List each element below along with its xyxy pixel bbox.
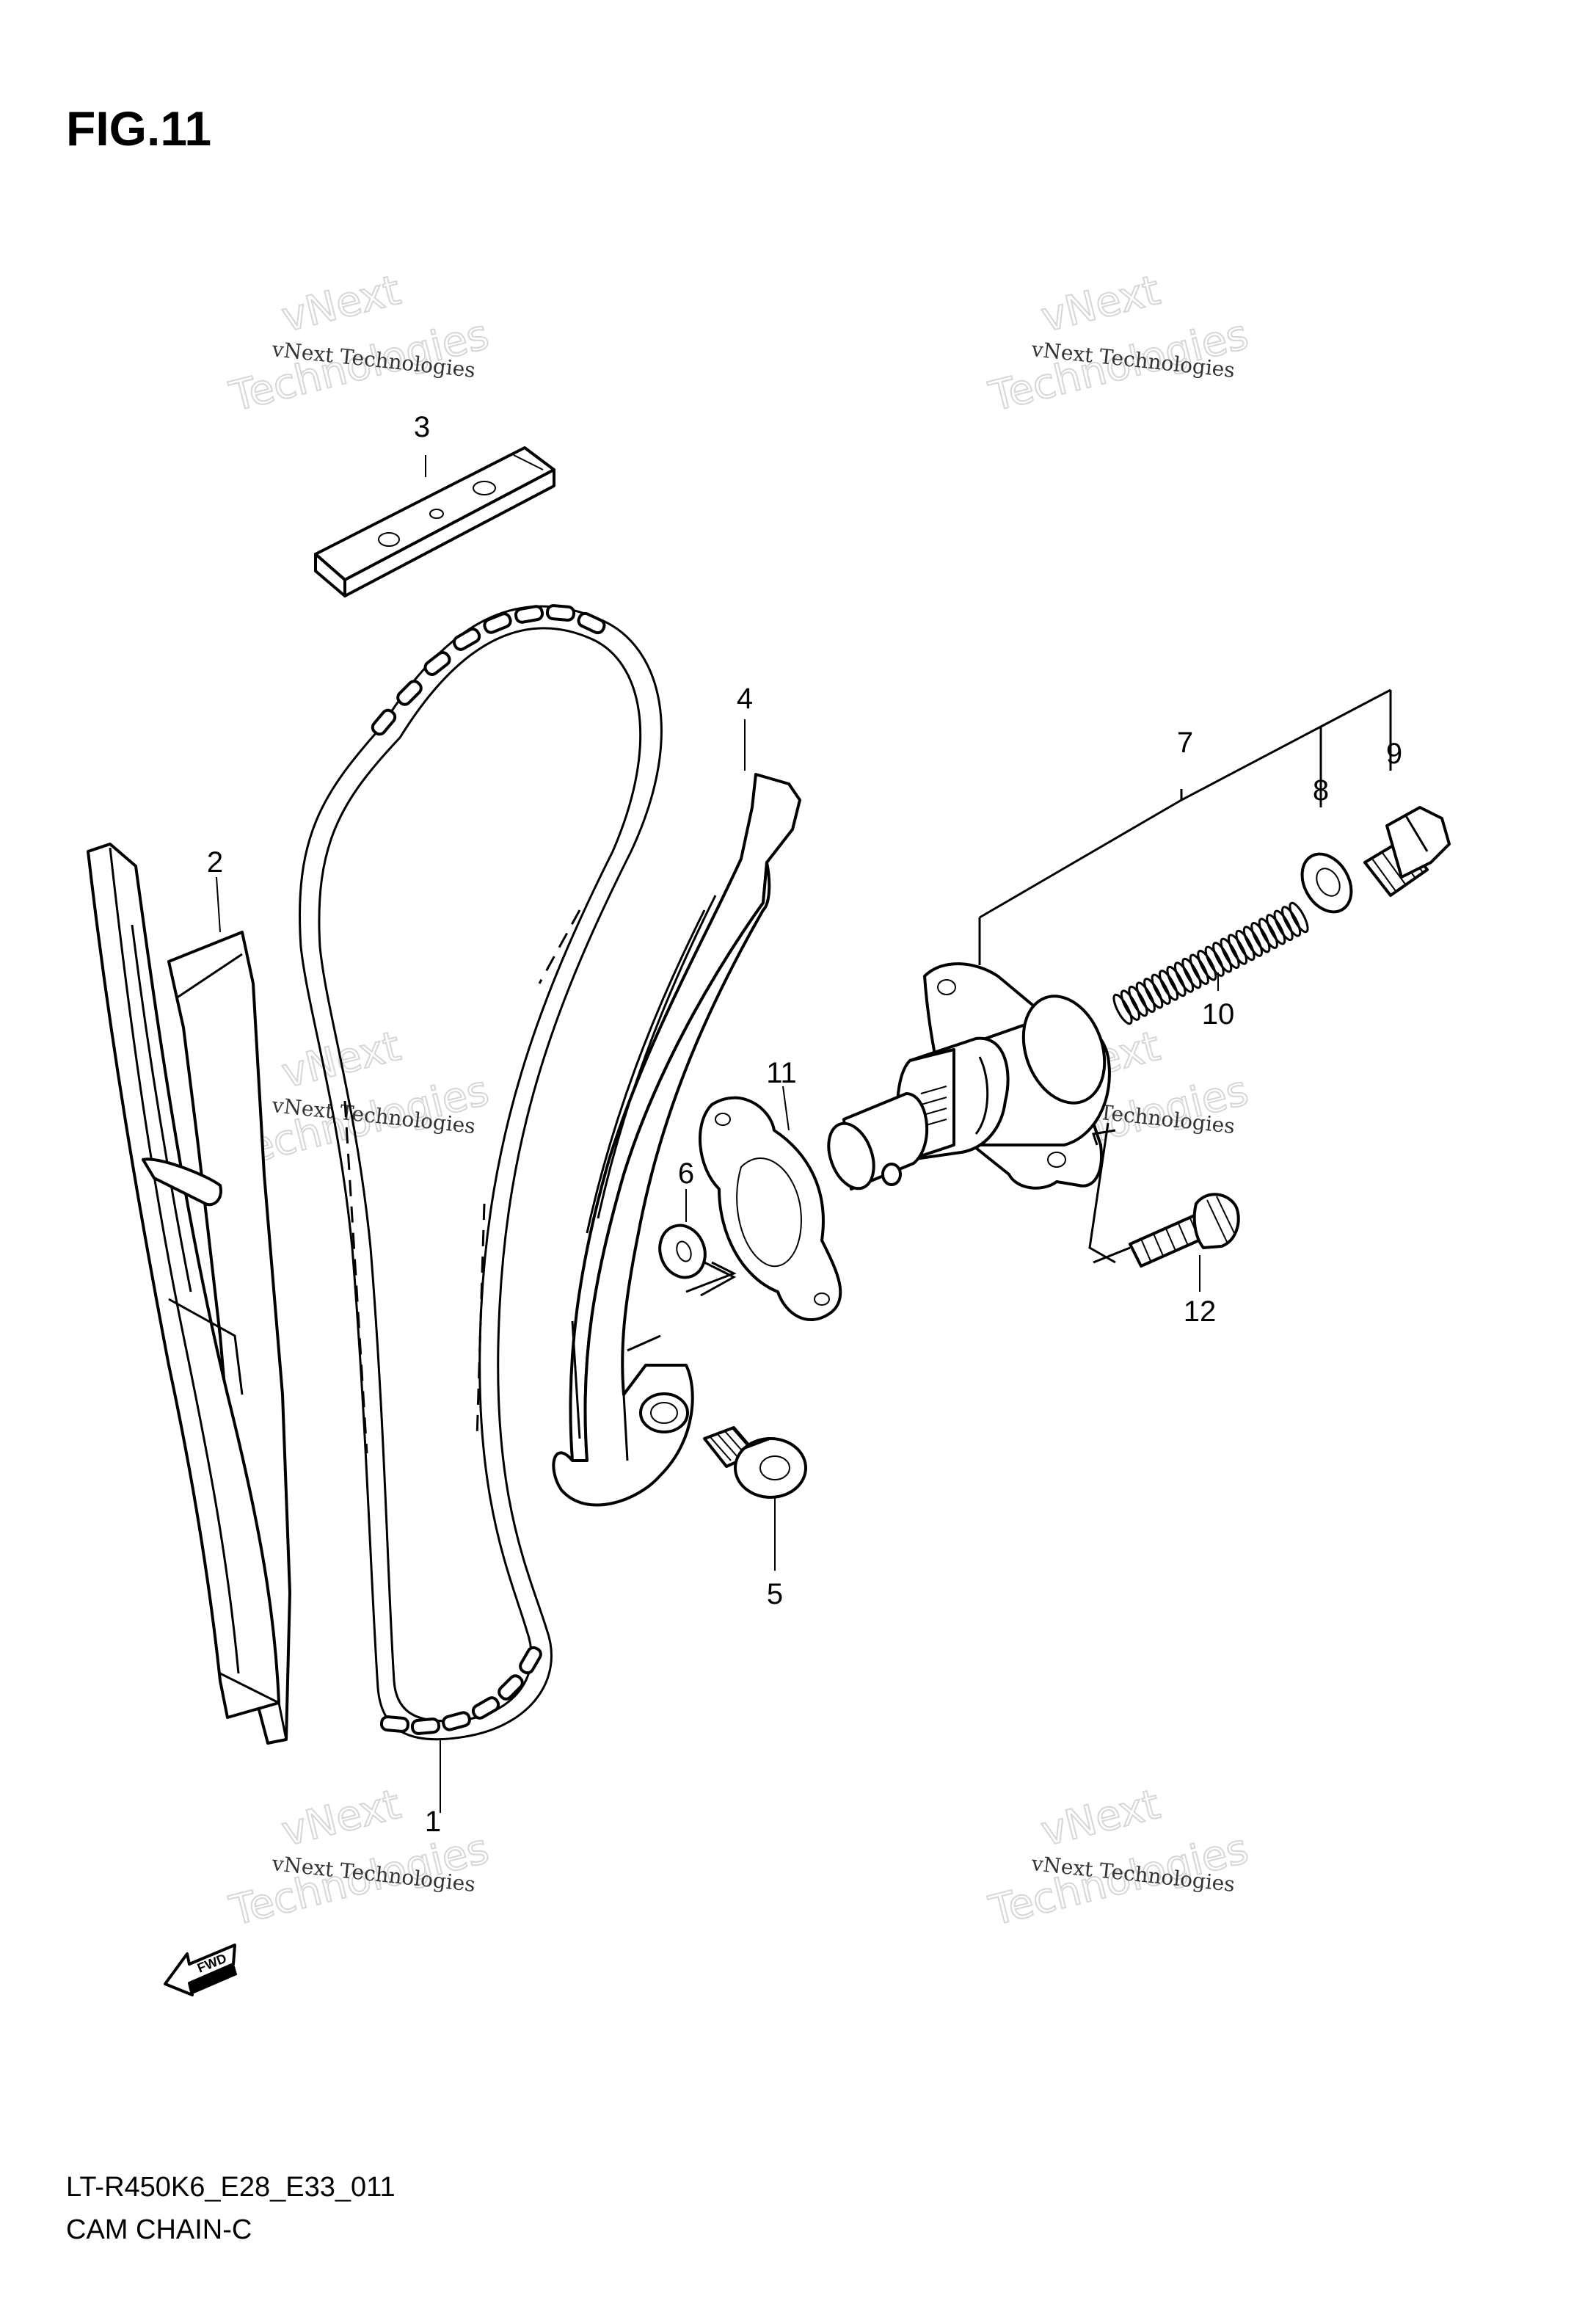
spring-coil bbox=[1220, 937, 1240, 970]
callout-part-9[interactable]: 9 bbox=[1386, 738, 1402, 770]
spring-coil bbox=[1197, 949, 1217, 981]
sealing-washer-drawing bbox=[1300, 852, 1353, 914]
figure-title: FIG.11 bbox=[66, 101, 211, 156]
assembly-bracket-lines bbox=[700, 688, 1392, 1297]
watermark-line-top: vNext bbox=[1037, 266, 1165, 342]
spring-coil bbox=[1159, 970, 1179, 1001]
spring-coil bbox=[1235, 929, 1256, 961]
chain-tensioner-assembly-drawing bbox=[827, 962, 1111, 1190]
spring-coil bbox=[1281, 906, 1302, 937]
spring-coil bbox=[1289, 901, 1309, 934]
watermark-bottom-right: vNext Technologies vNext Technologies bbox=[984, 1780, 1254, 1936]
spring-coil bbox=[1242, 926, 1263, 957]
watermark-line-top: vNext bbox=[1037, 1781, 1165, 1856]
model-code: LT-R450K6_E28_E33_011 bbox=[66, 2172, 396, 2203]
spring-coil bbox=[1227, 934, 1248, 965]
callout-part-3[interactable]: 3 bbox=[414, 411, 430, 443]
watermark-bottom-left: vNext Technologies vNext Technologies bbox=[225, 1780, 495, 1936]
spring-coil bbox=[1204, 945, 1225, 978]
spring-coil bbox=[1181, 957, 1202, 989]
watermark-line-top: vNext bbox=[277, 266, 405, 342]
tensioner-guide-drawing bbox=[87, 843, 291, 1745]
washer-drawing bbox=[658, 1224, 707, 1279]
spring-coil bbox=[1128, 985, 1148, 1017]
callout-part-11[interactable]: 11 bbox=[766, 1057, 797, 1089]
callout-part-10[interactable]: 10 bbox=[1202, 998, 1235, 1030]
callout-part-5[interactable]: 5 bbox=[767, 1578, 783, 1610]
spring-coil bbox=[1266, 914, 1286, 945]
callout-part-12[interactable]: 12 bbox=[1184, 1295, 1217, 1328]
chain-guide-plate-drawing bbox=[314, 446, 555, 597]
cam-chain-drawing bbox=[298, 604, 663, 1741]
spring-coil bbox=[1212, 942, 1233, 973]
spring-coil bbox=[1258, 917, 1278, 949]
spring-coil bbox=[1120, 989, 1140, 1021]
leader-lines bbox=[216, 455, 1219, 1813]
chain-guide-drawing bbox=[552, 773, 801, 1507]
spring-coil bbox=[1151, 973, 1171, 1006]
callout-part-7[interactable]: 7 bbox=[1177, 727, 1193, 759]
chain-links-bottom bbox=[379, 1646, 542, 1735]
callout-part-6[interactable]: 6 bbox=[678, 1157, 694, 1190]
forward-direction-arrow: FWD bbox=[164, 1944, 238, 1996]
chain-links-top bbox=[371, 604, 606, 736]
callout-part-2[interactable]: 2 bbox=[207, 846, 223, 879]
callout-part-1[interactable]: 1 bbox=[425, 1806, 441, 1838]
guide-bolt-drawing bbox=[703, 1426, 807, 1499]
tensioner-spring-drawing bbox=[1112, 901, 1309, 1025]
spring-coil bbox=[1135, 981, 1156, 1013]
spring-coil bbox=[1189, 953, 1209, 985]
callout-part-8[interactable]: 8 bbox=[1313, 774, 1329, 807]
tensioner-mounting-bolt-drawing bbox=[1129, 1193, 1240, 1268]
spring-coil bbox=[1273, 909, 1294, 942]
watermark-top-left: vNext Technologies vNext Technologies bbox=[225, 266, 495, 422]
watermark-line-top: vNext bbox=[277, 1781, 405, 1856]
spring-coil bbox=[1173, 961, 1195, 993]
watermark-top-right: vNext Technologies vNext Technologies bbox=[984, 266, 1254, 422]
spring-coil bbox=[1166, 965, 1187, 997]
spring-coil bbox=[1112, 993, 1133, 1025]
tensioner-gasket-drawing bbox=[699, 1096, 842, 1322]
callout-part-4[interactable]: 4 bbox=[737, 683, 753, 715]
tensioner-cap-bolt-drawing bbox=[1363, 806, 1451, 897]
section-name: CAM CHAIN-C bbox=[66, 2214, 252, 2245]
spring-coil bbox=[1250, 921, 1271, 953]
part-callouts: 1 2 3 4 5 6 7 8 9 10 11 12 bbox=[207, 411, 1402, 1838]
spring-coil bbox=[1143, 978, 1164, 1009]
